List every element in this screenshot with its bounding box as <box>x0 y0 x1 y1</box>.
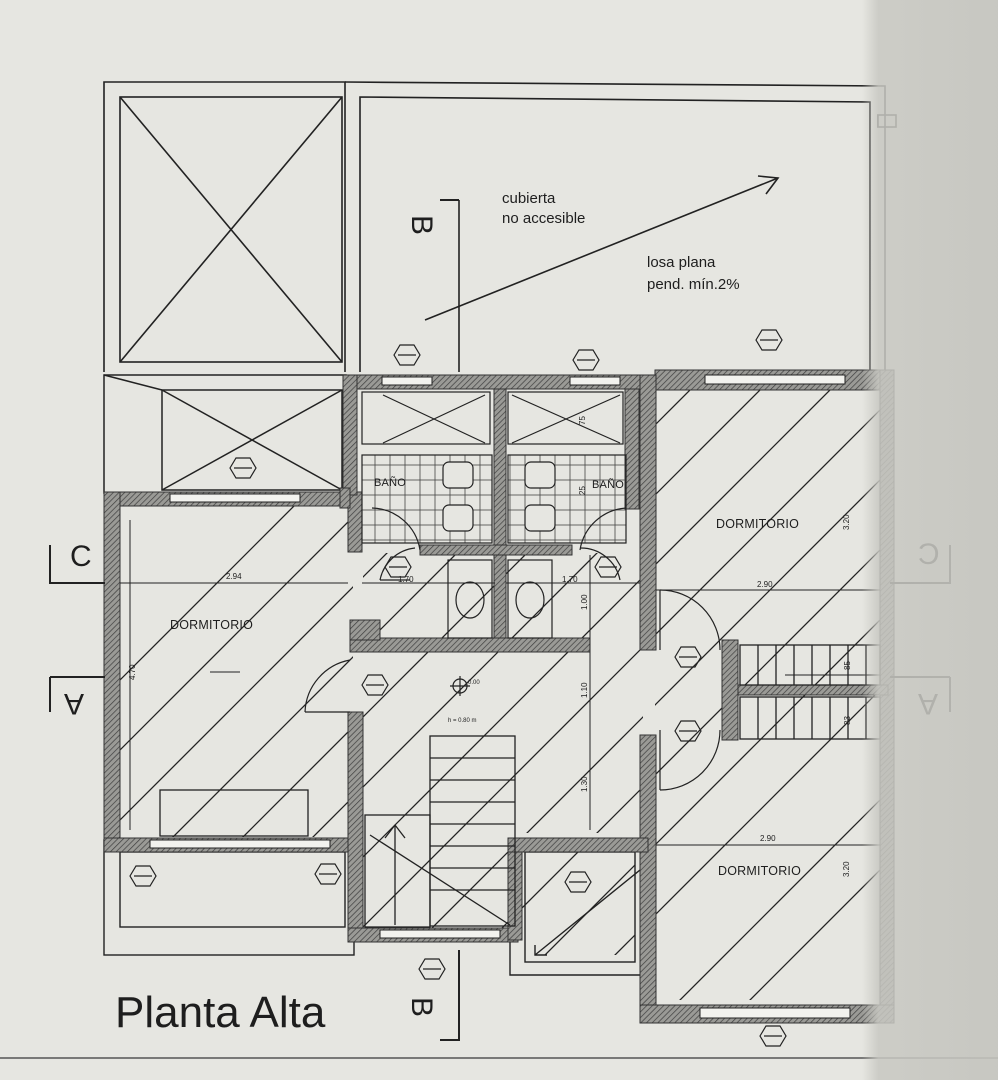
dimension-lines <box>120 520 880 846</box>
room-label-dormitorio-right-top: DORMITORIO <box>716 517 800 531</box>
dim-bano-left-width: 1.70 <box>398 575 414 584</box>
dim-corridor-1: 1.00 <box>580 594 589 610</box>
section-label-b-top: B <box>405 215 438 236</box>
room-label-bano-right: BAÑO <box>592 479 624 491</box>
dim-left-width: 2.94 <box>226 572 242 581</box>
dim-level-mark: 0.00 <box>468 680 480 686</box>
wardrobe <box>159 789 309 837</box>
drawing-title: Planta Alta <box>115 988 326 1037</box>
room-label-bano-left: BAÑO <box>374 477 406 489</box>
dim-left-height: 4.70 <box>128 664 137 680</box>
walls <box>103 369 895 1024</box>
balcony-rails <box>103 839 641 976</box>
section-label-c-left: C <box>70 540 92 573</box>
dim-right-width-bottom: 2.90 <box>760 834 776 843</box>
roof-note-line2: no accesible <box>502 210 586 227</box>
dim-right-height-top: 3.20 <box>842 514 851 530</box>
bathroom-fixtures <box>304 391 721 791</box>
dim-corridor-2: 1.10 <box>580 682 589 698</box>
section-label-a-right: A <box>918 687 939 720</box>
lower-roof-left <box>103 374 347 494</box>
roof-outline <box>103 81 897 372</box>
dim-right-width-top: 2.90 <box>757 580 773 589</box>
dim-bath-depth-2: 25 <box>578 486 587 495</box>
dim-corridor-3: 1.30 <box>580 776 589 792</box>
level-marker <box>450 676 470 696</box>
dim-bano-right-width: 1.70 <box>562 575 578 584</box>
room-label-dormitorio-right-bottom: DORMITORIO <box>718 864 802 878</box>
section-label-c-right: C <box>918 538 940 571</box>
section-label-b-bottom: B <box>405 997 438 1018</box>
slab-note-line1: losa plana <box>647 254 716 271</box>
dim-stair-2: 83 <box>843 716 852 725</box>
dim-stair-1: 85 <box>843 661 852 670</box>
section-label-a-left: A <box>64 687 85 720</box>
dim-level-note: h = 0.80 m <box>448 718 477 724</box>
slab-note-line2: pend. mín.2% <box>647 276 740 293</box>
light-fixtures <box>129 329 787 1047</box>
dim-right-height-bottom: 3.20 <box>842 861 851 877</box>
roof-note-line1: cubierta <box>502 190 556 207</box>
dim-bath-depth-1: 75 <box>578 416 587 425</box>
staircase <box>364 735 516 928</box>
windows <box>149 374 851 1019</box>
slope-arrow <box>424 175 780 321</box>
room-label-dormitorio-left: DORMITORIO <box>170 618 254 632</box>
